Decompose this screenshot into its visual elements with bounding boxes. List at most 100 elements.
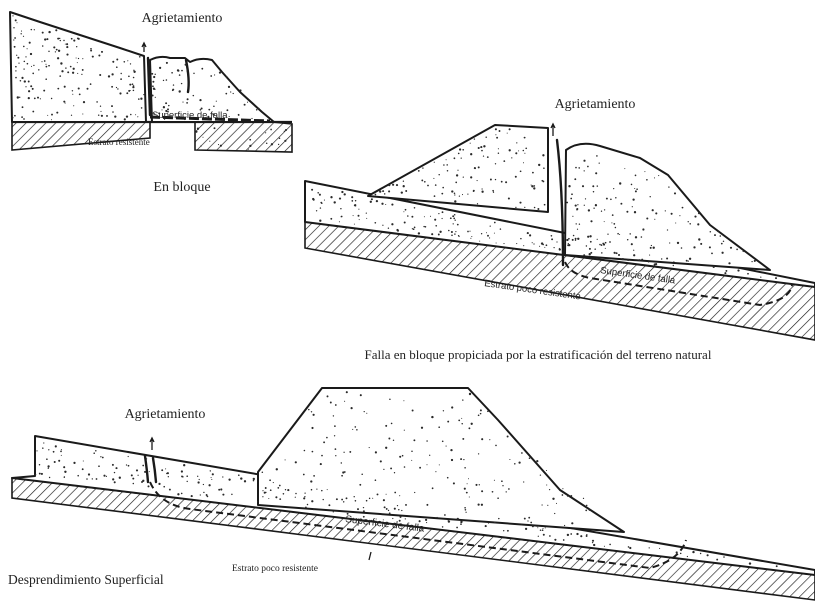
soil-stipple-dot bbox=[545, 527, 546, 528]
soil-stipple-dot bbox=[455, 220, 456, 221]
soil-stipple-dot bbox=[490, 225, 491, 226]
soil-stipple-dot bbox=[441, 193, 443, 195]
soil-stipple-dot bbox=[570, 495, 572, 497]
soil-stipple-dot bbox=[27, 63, 29, 65]
soil-stipple-dot bbox=[341, 499, 343, 501]
soil-stipple-dot bbox=[382, 225, 383, 226]
soil-stipple-dot bbox=[633, 254, 635, 256]
soil-stipple-dot bbox=[462, 149, 464, 151]
soil-stipple-dot bbox=[56, 49, 58, 51]
soil-stipple-dot bbox=[128, 456, 129, 457]
soil-stipple-dot bbox=[519, 202, 521, 204]
soil-stipple-dot bbox=[462, 194, 463, 195]
soil-stipple-dot bbox=[582, 185, 584, 187]
soil-stipple-dot bbox=[453, 218, 455, 220]
soil-stipple-dot bbox=[499, 130, 501, 132]
soil-stipple-dot bbox=[112, 111, 114, 113]
soil-stipple-dot bbox=[455, 182, 457, 184]
soil-stipple-dot bbox=[195, 131, 197, 133]
soil-stipple-dot bbox=[583, 254, 585, 256]
soil-stipple-dot bbox=[295, 493, 297, 495]
soil-stipple-dot bbox=[516, 142, 517, 143]
soil-stipple-dot bbox=[212, 473, 214, 475]
soil-stipple-dot bbox=[593, 544, 595, 546]
soil-stipple-dot bbox=[15, 66, 17, 68]
soil-stipple-dot bbox=[51, 114, 53, 116]
soil-stipple-dot bbox=[12, 15, 13, 16]
soil-stipple-dot bbox=[419, 467, 421, 469]
soil-stipple-dot bbox=[616, 252, 618, 254]
soil-stipple-dot bbox=[133, 70, 134, 71]
soil-stipple-dot bbox=[92, 56, 94, 58]
crack-label-2: Agrietamiento bbox=[555, 97, 636, 112]
soil-stipple-dot bbox=[613, 188, 614, 189]
soil-stipple-dot bbox=[469, 393, 471, 395]
soil-stipple-dot bbox=[554, 513, 555, 514]
soil-stipple-dot bbox=[358, 209, 359, 210]
soil-stipple-dot bbox=[130, 114, 132, 116]
soil-stipple-dot bbox=[186, 475, 188, 477]
soil-stipple-dot bbox=[159, 67, 161, 69]
soil-stipple-dot bbox=[319, 194, 321, 196]
soil-stipple-dot bbox=[354, 426, 356, 428]
soil-stipple-dot bbox=[635, 175, 637, 177]
soil-stipple-dot bbox=[143, 94, 144, 95]
soil-stipple-dot bbox=[349, 451, 351, 453]
soil-stipple-dot bbox=[126, 92, 128, 94]
soil-stipple-dot bbox=[181, 83, 182, 84]
soil-stipple-dot bbox=[335, 448, 337, 450]
soil-stipple-dot bbox=[516, 243, 517, 244]
soil-stipple-dot bbox=[82, 468, 84, 470]
soil-stipple-dot bbox=[24, 61, 26, 63]
soil-stipple-dot bbox=[132, 478, 134, 480]
soil-stipple-dot bbox=[635, 190, 637, 192]
soil-stipple-dot bbox=[262, 471, 264, 473]
soil-stipple-dot bbox=[27, 48, 28, 49]
soil-stipple-dot bbox=[323, 441, 325, 443]
soil-stipple-dot bbox=[87, 88, 89, 90]
soil-stipple-dot bbox=[456, 527, 458, 529]
soil-stipple-dot bbox=[19, 97, 20, 98]
soil-stipple-dot bbox=[751, 261, 752, 262]
soil-stipple-dot bbox=[462, 438, 464, 440]
soil-stipple-dot bbox=[152, 81, 154, 83]
soil-stipple-dot bbox=[262, 496, 263, 497]
soil-stipple-dot bbox=[547, 505, 548, 506]
soil-stipple-dot bbox=[463, 459, 464, 460]
soil-stipple-dot bbox=[116, 87, 117, 88]
soil-stipple-dot bbox=[426, 440, 428, 442]
soil-stipple-dot bbox=[173, 84, 174, 85]
soil-stipple-dot bbox=[776, 565, 778, 567]
soil-stipple-dot bbox=[570, 198, 572, 200]
soil-stipple-dot bbox=[473, 191, 474, 192]
soil-stipple-dot bbox=[133, 483, 135, 485]
soil-stipple-dot bbox=[385, 425, 387, 427]
soil-stipple-dot bbox=[502, 485, 503, 486]
soil-stipple-dot bbox=[377, 493, 379, 495]
soil-stipple-dot bbox=[633, 250, 634, 251]
soil-stipple-dot bbox=[483, 145, 485, 147]
soil-stipple-dot bbox=[457, 170, 458, 171]
soil-stipple-dot bbox=[508, 197, 510, 199]
soil-stipple-dot bbox=[464, 488, 466, 490]
soil-stipple-dot bbox=[614, 252, 616, 254]
soil-stipple-dot bbox=[132, 86, 134, 88]
soil-stipple-dot bbox=[330, 218, 332, 220]
soil-stipple-dot bbox=[601, 211, 602, 212]
soil-stipple-dot bbox=[351, 407, 353, 409]
soil-stipple-dot bbox=[537, 526, 538, 527]
soil-stipple-dot bbox=[119, 477, 121, 479]
caption-desprendimiento: Desprendimiento Superficial bbox=[8, 572, 164, 587]
soil-stipple-dot bbox=[55, 51, 56, 52]
soil-stipple-dot bbox=[39, 464, 40, 465]
soil-stipple-dot bbox=[37, 97, 39, 99]
soil-stipple-dot bbox=[442, 526, 444, 528]
soil-stipple-dot bbox=[59, 75, 61, 77]
soil-stipple-dot bbox=[48, 65, 49, 66]
soil-stipple-dot bbox=[405, 190, 407, 192]
soil-stipple-dot bbox=[725, 270, 727, 272]
soil-stipple-dot bbox=[593, 207, 594, 208]
soil-stipple-dot bbox=[269, 479, 271, 481]
soil-stipple-dot bbox=[394, 492, 396, 494]
